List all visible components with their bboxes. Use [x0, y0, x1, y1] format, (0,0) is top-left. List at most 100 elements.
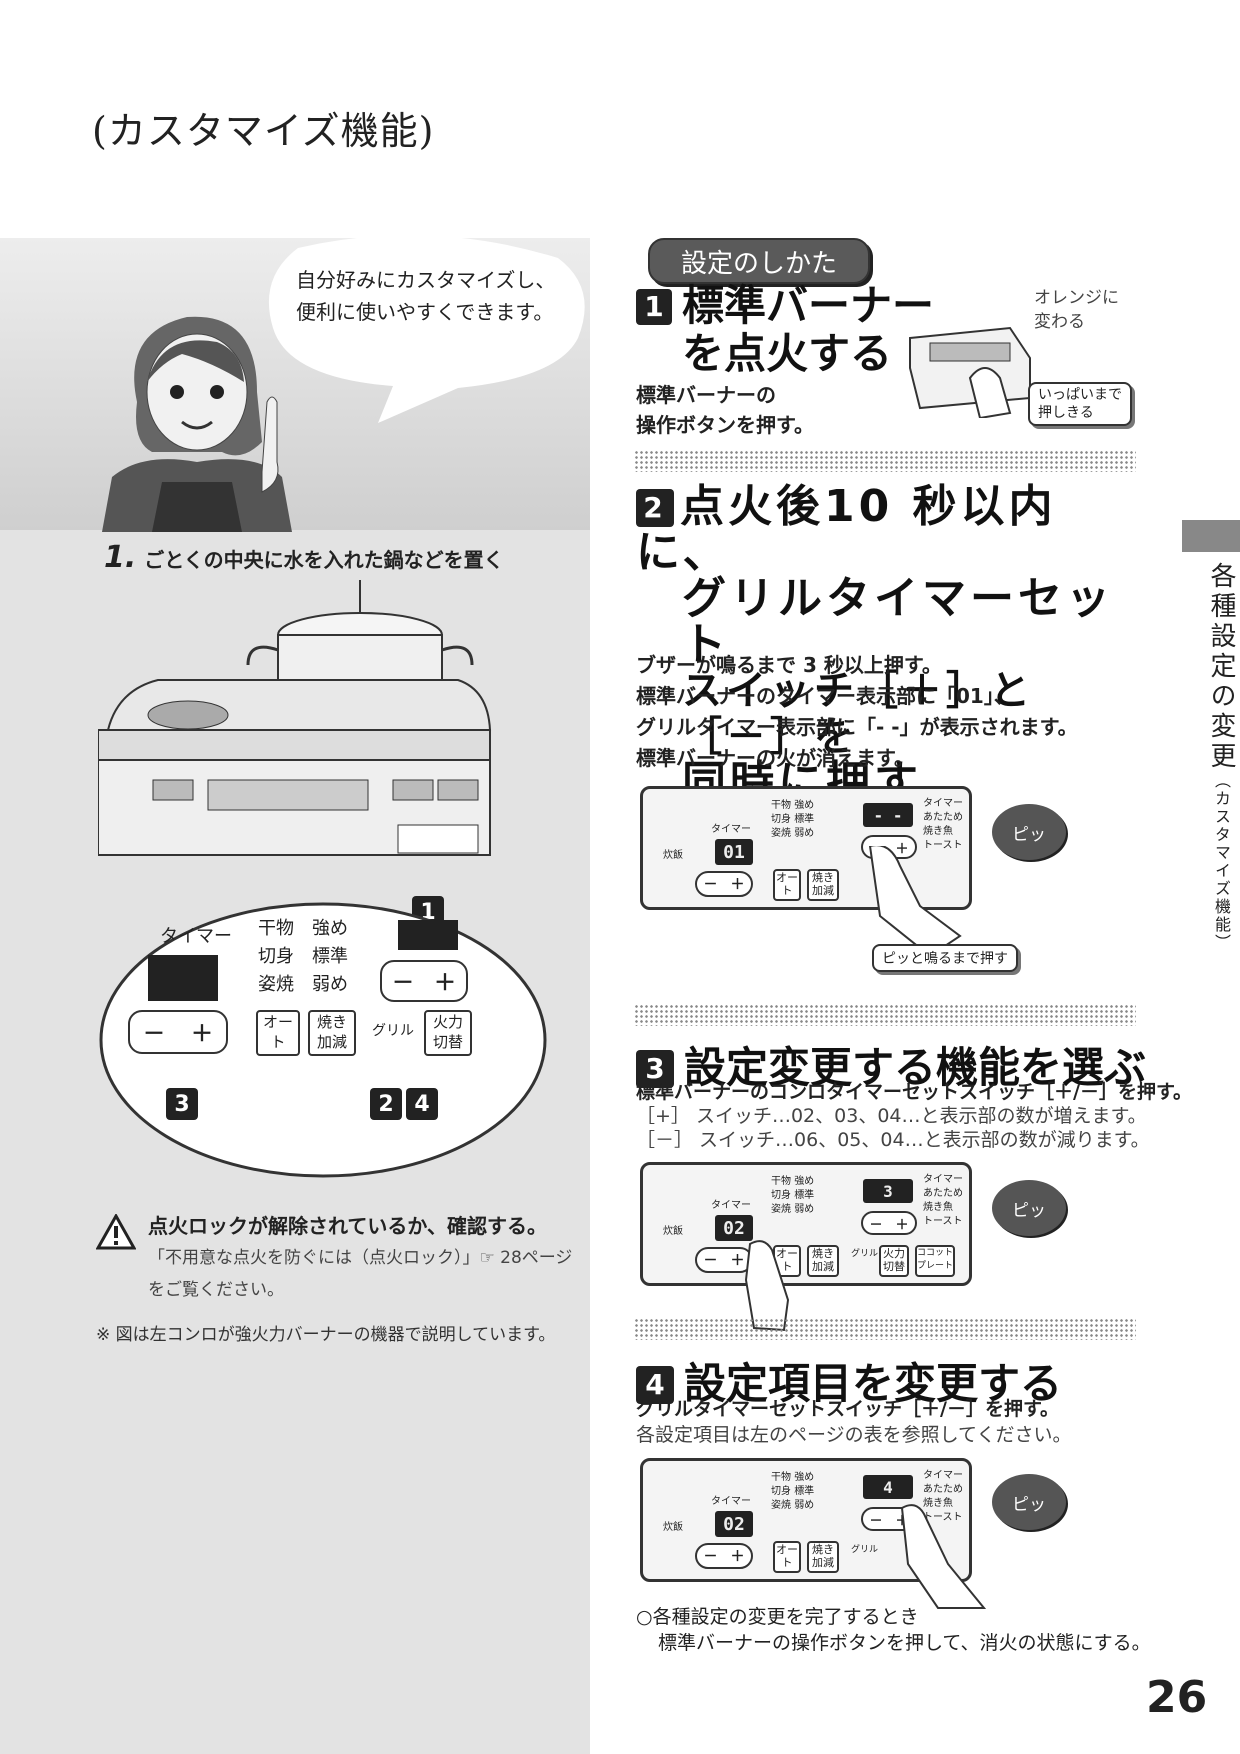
step4-desc-line: グリルタイマーセットスイッチ［＋/－］を押す。 — [636, 1398, 1060, 1420]
step2-title-line: スイッチ［＋］と［－］を — [682, 668, 1034, 760]
step4-title-text: 設定項目を変更する — [684, 1359, 1063, 1408]
timer-label: タイマー — [711, 1200, 751, 1211]
right-list: タイマーあたため焼き魚トースト — [923, 797, 973, 853]
page-number: 26 — [1146, 1672, 1208, 1723]
zoom-yaki-button[interactable]: 焼き加減 — [308, 1010, 356, 1056]
rice-label: 炊飯 — [663, 850, 683, 861]
plus-sign: ＋ — [433, 971, 456, 996]
minus-sign: － — [703, 1253, 718, 1269]
yaki-label: 焼き — [812, 871, 834, 884]
cooker-timer-switch[interactable]: －＋ — [695, 1247, 753, 1273]
zoom-auto-button[interactable]: オート — [256, 1010, 300, 1056]
step1-title-line-1: 標準バーナー — [682, 281, 935, 330]
karyoku-label: 火力 — [883, 1247, 905, 1260]
push-line-1: いっぱいまで — [1038, 387, 1122, 403]
orange-line-2: 変わる — [1034, 312, 1085, 332]
left-step-number: 1. — [104, 540, 137, 575]
step2-desc-line: グリルタイマー表示部に「- -」が表示されます。 — [636, 715, 1078, 739]
woman-illustration — [102, 316, 292, 532]
step3-desc: 標準バーナーのコンロタイマーセットスイッチ［＋/－］を押す。 ［+］ スイッチ…… — [636, 1080, 1192, 1152]
right-list-item: 焼き魚 — [923, 1498, 953, 1509]
yaki-label: 焼き — [812, 1543, 834, 1556]
finish-note-line-2: 標準バーナーの操作ボタンを押して、消火の状態にする。 — [658, 1632, 1151, 1654]
right-list-item: 焼き魚 — [923, 826, 953, 837]
cooker-timer-switch[interactable]: －＋ — [695, 1543, 753, 1569]
warning-title: 点火ロックが解除されているか、確認する。 — [148, 1214, 547, 1238]
warning-icon — [96, 1214, 136, 1250]
plus-sign: ＋ — [190, 1022, 213, 1047]
right-list: タイマーあたため焼き魚トースト — [923, 1173, 973, 1229]
step1-desc: 標準バーナーの 操作ボタンを押す。 — [636, 380, 814, 440]
zoom-cooker-switch[interactable]: －＋ — [128, 1010, 228, 1054]
left-step-label: 1.ごとくの中央に水を入れた鍋などを置く — [104, 540, 504, 575]
timer-label: タイマー — [711, 1496, 751, 1507]
orange-line-1: オレンジに — [1034, 288, 1119, 308]
rice-label: 炊飯 — [663, 1226, 683, 1237]
finish-note: ○各種設定の変更を完了するとき 標準バーナーの操作ボタンを押して、消火の状態にす… — [636, 1604, 1151, 1656]
plus-sign: ＋ — [730, 1253, 745, 1269]
step2-desc-line: 標準バーナーのタイマー表示部に「01」、 — [636, 684, 1014, 708]
mode-label: 強め — [794, 1176, 815, 1187]
mode-label: 切身 — [771, 1486, 791, 1497]
zoom-grill-switch[interactable]: －＋ — [380, 960, 468, 1002]
kocotto-button[interactable]: ココットプレート — [915, 1245, 955, 1277]
minus-sign: － — [869, 1217, 883, 1233]
karyoku-button[interactable]: 火力切替 — [879, 1245, 909, 1277]
mode-list: 干物 強め 切身 標準 姿焼 弱め — [771, 1175, 843, 1217]
step1-desc-line-2: 操作ボタンを押す。 — [636, 413, 814, 437]
plate-label: プレート — [917, 1261, 954, 1271]
mode-label: 切身 — [771, 814, 791, 825]
minus-sign: － — [869, 1513, 883, 1529]
finish-note-line-1: ○各種設定の変更を完了するとき — [636, 1606, 919, 1628]
plus-sign: ＋ — [895, 1217, 909, 1233]
mode-label: 強め — [794, 800, 815, 811]
yaki-button[interactable]: 焼き加減 — [807, 1245, 839, 1277]
mode-label: 姿焼 — [771, 1500, 791, 1511]
step3-title-text: 設定変更する機能を選ぶ — [684, 1043, 1147, 1092]
right-lcd: 4 — [863, 1475, 913, 1499]
plus-sign: ＋ — [730, 877, 745, 893]
zoom-grill-label: グリル — [372, 1023, 414, 1039]
warning-line-1: 「不用意な点火を防ぐには（点火ロック）」☞ 28ページ — [148, 1248, 573, 1268]
timer-label: タイマー — [711, 824, 751, 835]
right-list-item: 焼き魚 — [923, 1202, 953, 1213]
right-list-item: あたため — [923, 1188, 963, 1199]
step4-desc-line: 各設定項目は左のページの表を参照してください。 — [636, 1424, 1072, 1446]
control-panel-2: タイマー 炊飯 02 －＋ 干物 強め 切身 標準 姿焼 弱め オート 焼き加減… — [640, 1162, 972, 1286]
step1-desc-line-1: 標準バーナーの — [636, 383, 776, 407]
auto-button[interactable]: オート — [773, 1541, 801, 1573]
plus-sign: ＋ — [895, 841, 909, 857]
yaki-button[interactable]: 焼き加減 — [807, 869, 839, 901]
zoom-mode: 強め — [312, 918, 348, 939]
howto-label: 設定のしかた — [648, 238, 870, 284]
grill-timer-switch[interactable]: －＋ — [861, 1211, 917, 1235]
speech-line-2: 便利に使いやすくできます。 — [296, 300, 554, 324]
mode-label: 弱め — [794, 1204, 815, 1215]
left-lcd: 01 — [715, 839, 753, 865]
step2-title-line: 点火後10 秒以内に、 — [636, 481, 1057, 578]
divider — [634, 450, 1136, 472]
yaki-button[interactable]: 焼き加減 — [807, 1541, 839, 1573]
step2-title-line: グリルタイマーセット — [682, 573, 1114, 670]
step3-title: 3 設定変更する機能を選ぶ — [636, 1034, 1146, 1095]
mode-label: 弱め — [794, 1500, 815, 1511]
warning-line-2: をご覧ください。 — [148, 1280, 284, 1300]
section-vertical-label: 各種設定の変更（カスタマイズ機能） — [1180, 562, 1240, 952]
burner-knob-illustration — [909, 326, 1031, 418]
mode-label: 切身 — [771, 1190, 791, 1201]
zoom-mode: 干物 — [258, 918, 294, 939]
zoom-mode: 姿焼 — [258, 974, 294, 995]
mode-label: 強め — [794, 1472, 815, 1483]
mode-label: 干物 — [771, 800, 791, 811]
step2-badge: 2 — [636, 489, 674, 527]
zoom-karyoku-button[interactable]: 火力切替 — [424, 1010, 472, 1056]
step3-badge: 3 — [636, 1049, 674, 1088]
step3-desc-line: 標準バーナーのコンロタイマーセットスイッチ［＋/－］を押す。 — [636, 1081, 1193, 1103]
auto-button[interactable]: オート — [773, 869, 801, 901]
mode-label: 干物 — [771, 1176, 791, 1187]
cooker-timer-switch[interactable]: －＋ — [695, 871, 753, 897]
badge-2: 2 — [370, 1088, 402, 1120]
kocotto-label: ココット — [917, 1248, 954, 1258]
